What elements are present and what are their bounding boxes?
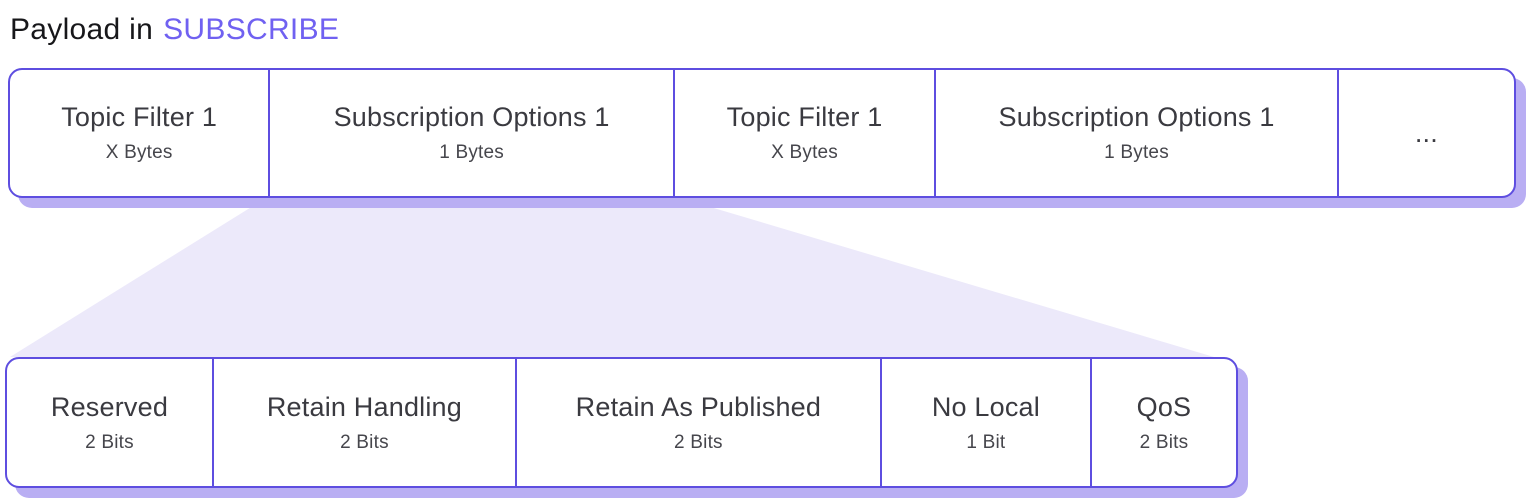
cell-no-local: No Local 1 Bit bbox=[882, 359, 1092, 486]
cell-reserved: Reserved 2 Bits bbox=[7, 359, 214, 486]
diagram-title: Payload in SUBSCRIBE bbox=[10, 12, 339, 48]
expansion-funnel bbox=[10, 206, 1214, 357]
field-size: 2 Bits bbox=[1139, 431, 1189, 453]
field-size: X Bytes bbox=[105, 142, 173, 163]
cell-subscription-options-2: Subscription Options 1 1 Bytes bbox=[936, 70, 1339, 196]
field-label: QoS bbox=[1136, 391, 1192, 422]
title-prefix: Payload in bbox=[10, 13, 154, 46]
field-label: Retain Handling bbox=[266, 391, 462, 422]
field-size: 1 Bytes bbox=[1104, 142, 1169, 163]
field-label: Subscription Options 1 bbox=[333, 102, 610, 132]
title-highlight: SUBSCRIBE bbox=[163, 13, 340, 46]
cell-topic-filter-1: Topic Filter 1 X Bytes bbox=[10, 70, 271, 196]
cell-topic-filter-2: Topic Filter 1 X Bytes bbox=[675, 70, 937, 196]
field-label: Retain As Published bbox=[575, 391, 822, 422]
cell-retain-handling: Retain Handling 2 Bits bbox=[214, 359, 517, 486]
field-size: X Bytes bbox=[771, 142, 839, 163]
field-size: 1 Bit bbox=[966, 431, 1006, 453]
field-size: 2 Bits bbox=[674, 431, 723, 453]
field-label: Topic Filter 1 bbox=[61, 102, 218, 132]
payload-row: Topic Filter 1 X Bytes Subscription Opti… bbox=[8, 68, 1516, 198]
cell-ellipsis: ... bbox=[1339, 70, 1514, 196]
field-size: 1 Bytes bbox=[439, 142, 504, 163]
field-label: Reserved bbox=[50, 391, 169, 422]
cell-subscription-options-1: Subscription Options 1 1 Bytes bbox=[270, 70, 675, 196]
cell-retain-as-published: Retain As Published 2 Bits bbox=[517, 359, 882, 486]
field-label: No Local bbox=[931, 391, 1040, 422]
field-label: Subscription Options 1 bbox=[998, 102, 1275, 132]
ellipsis-label: ... bbox=[1414, 117, 1438, 148]
field-label: Topic Filter 1 bbox=[726, 102, 883, 132]
cell-qos: QoS 2 Bits bbox=[1092, 359, 1236, 486]
field-size: 2 Bits bbox=[340, 431, 389, 453]
field-size: 2 Bits bbox=[85, 431, 134, 453]
subscription-options-row: Reserved 2 Bits Retain Handling 2 Bits R… bbox=[5, 357, 1238, 488]
